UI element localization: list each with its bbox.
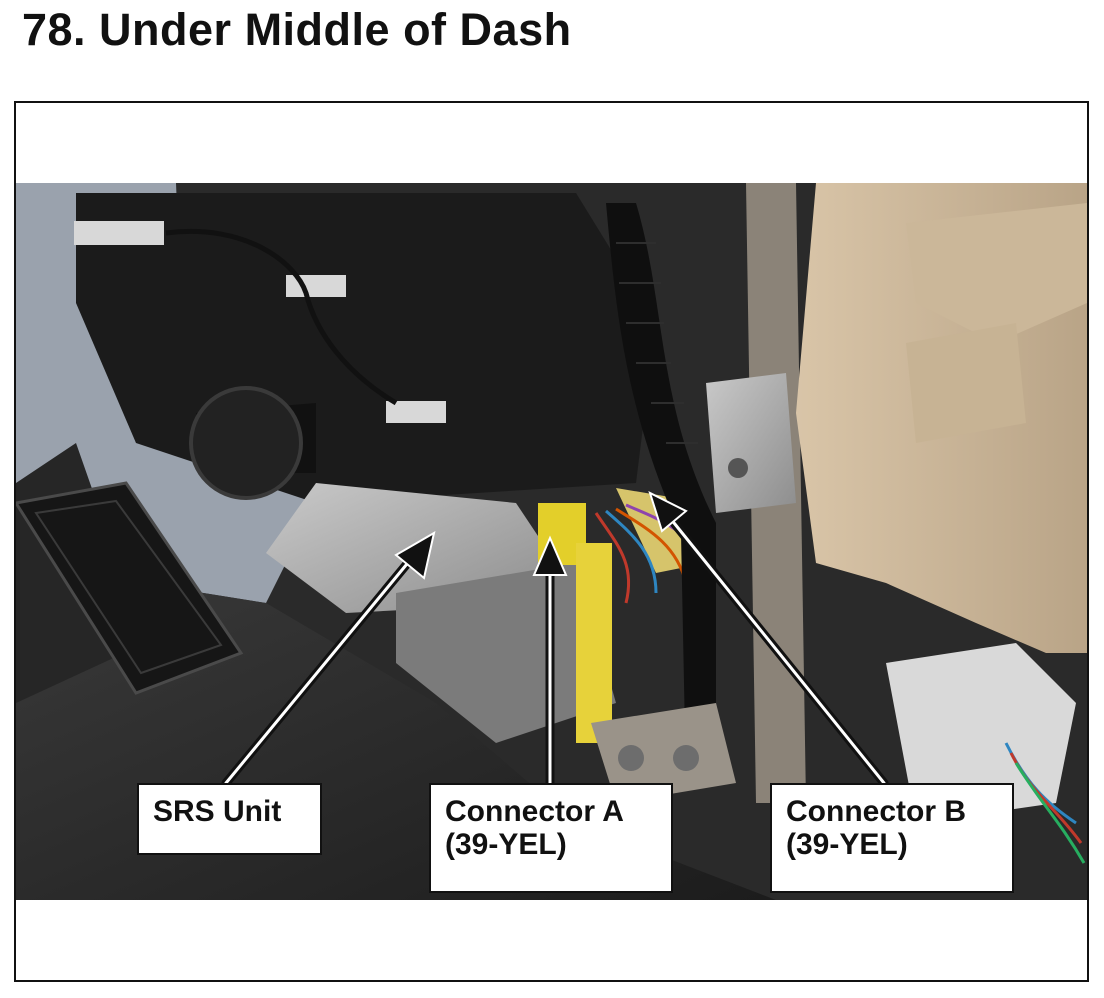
connector-b-code: (39-YEL) [786, 828, 908, 861]
srs-unit-label: SRS Unit [153, 795, 282, 828]
figure-frame: SRS Unit Connector A (39-YEL) Connector … [14, 101, 1089, 982]
connector-b-callout: Connector B (39-YEL) [770, 783, 1014, 893]
page-title: 78. Under Middle of Dash [22, 4, 572, 55]
connector-a-label: Connector A [445, 795, 624, 828]
connector-b-label: Connector B [786, 795, 966, 828]
srs-unit-callout: SRS Unit [137, 783, 322, 855]
connector-a-callout: Connector A (39-YEL) [429, 783, 673, 893]
dash-photo [16, 183, 1087, 900]
connector-a-code: (39-YEL) [445, 828, 567, 861]
